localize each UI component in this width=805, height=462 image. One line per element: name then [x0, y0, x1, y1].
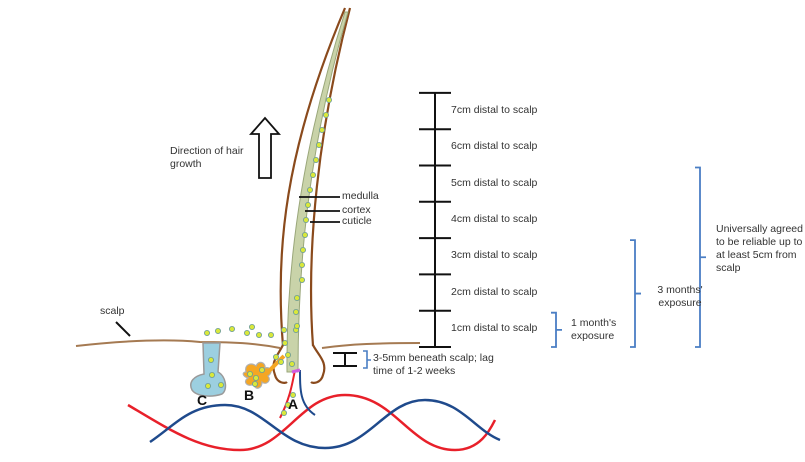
- beneath-scalp-scale: [333, 350, 371, 369]
- hair-medulla: [286, 11, 349, 373]
- sweat-gland-c: [190, 342, 227, 397]
- drug-particle: [302, 216, 309, 223]
- drug-particle: [284, 401, 291, 408]
- drug-particle: [252, 374, 259, 381]
- drug-particle: [325, 97, 332, 104]
- growth-direction-arrow-icon: [249, 116, 281, 179]
- drug-particle: [207, 356, 214, 363]
- scale-label-7cm: 7cm distal to scalp: [451, 104, 538, 117]
- follicle-left-wall: [272, 344, 288, 384]
- growth-direction-label: Direction of hair growth: [170, 145, 244, 170]
- reliability-label: Universally agreed to be reliable up to …: [716, 223, 803, 274]
- one-month-exposure-label: 1 month's exposure: [571, 317, 617, 342]
- artery-red-vessel: [127, 393, 497, 452]
- drug-particle: [208, 371, 215, 378]
- drug-particle: [251, 380, 258, 387]
- drug-particle: [322, 112, 329, 119]
- drug-particle: [243, 329, 250, 336]
- bracket-one-month: [551, 311, 562, 348]
- drug-particles: [203, 97, 332, 416]
- cuticle-label: cuticle: [342, 215, 372, 227]
- drug-particle: [306, 186, 313, 193]
- hair-root-tip: [291, 368, 301, 374]
- drug-particle: [298, 276, 305, 283]
- follicle-right-wall: [310, 344, 326, 384]
- cortex-label: cortex: [342, 204, 371, 216]
- capillary-blue: [299, 369, 316, 416]
- beneath-scalp-note: 3-5mm beneath scalp; lag time of 1-2 wee…: [373, 352, 494, 377]
- drug-particle: [293, 322, 300, 329]
- drug-particle: [217, 381, 224, 388]
- sebaceous-duct: [264, 354, 286, 376]
- drug-particle: [204, 382, 211, 389]
- scale-label-1cm: 1cm distal to scalp: [451, 321, 538, 334]
- three-months-exposure-label: 3 months' exposure: [657, 284, 703, 309]
- scale-label-2cm: 2cm distal to scalp: [451, 285, 538, 298]
- drug-particle: [281, 339, 288, 346]
- scalp-surface-line: [75, 339, 421, 349]
- drug-particle: [214, 327, 221, 334]
- source-c-label: C: [197, 392, 208, 408]
- source-b-label: B: [244, 387, 255, 403]
- drug-particle: [280, 326, 287, 333]
- drug-particle: [304, 201, 311, 208]
- drug-particle: [315, 141, 322, 148]
- drug-particle: [277, 358, 284, 365]
- drug-particle: [203, 329, 210, 336]
- drug-particle: [289, 391, 296, 398]
- drug-particle: [318, 127, 325, 134]
- distance-scale: [419, 91, 451, 348]
- drug-particle: [267, 331, 274, 338]
- drug-particle: [293, 294, 300, 301]
- source-a-label: A: [288, 396, 299, 412]
- hair-cuticle-left: [279, 7, 347, 347]
- drug-particle: [301, 231, 308, 238]
- bracket-reliable: [695, 166, 706, 348]
- scale-label-5cm: 5cm distal to scalp: [451, 176, 538, 189]
- scale-label-3cm: 3cm distal to scalp: [451, 249, 538, 262]
- drug-particle: [248, 323, 255, 330]
- drug-particle: [288, 360, 295, 367]
- vein-blue-vessel: [149, 398, 501, 450]
- drug-particle: [298, 261, 305, 268]
- bracket-three-months: [630, 239, 641, 348]
- exposure-brackets: [551, 166, 706, 348]
- drug-particle: [284, 351, 291, 358]
- drug-particle: [272, 353, 279, 360]
- drug-particle: [292, 308, 299, 315]
- drug-particle: [228, 325, 235, 332]
- drug-particle: [299, 246, 306, 253]
- hair-cuticle-right: [310, 7, 352, 347]
- medulla-label: medulla: [342, 190, 379, 202]
- drug-particle: [312, 156, 319, 163]
- scalp-pointer-line: [115, 321, 131, 337]
- scale-label-6cm: 6cm distal to scalp: [451, 140, 538, 153]
- drug-particle: [280, 409, 287, 416]
- drug-particle: [246, 370, 253, 377]
- drug-particle: [255, 331, 262, 338]
- scalp-label: scalp: [100, 305, 125, 317]
- drug-particle: [258, 366, 265, 373]
- scale-label-4cm: 4cm distal to scalp: [451, 212, 538, 225]
- drug-particle: [309, 171, 316, 178]
